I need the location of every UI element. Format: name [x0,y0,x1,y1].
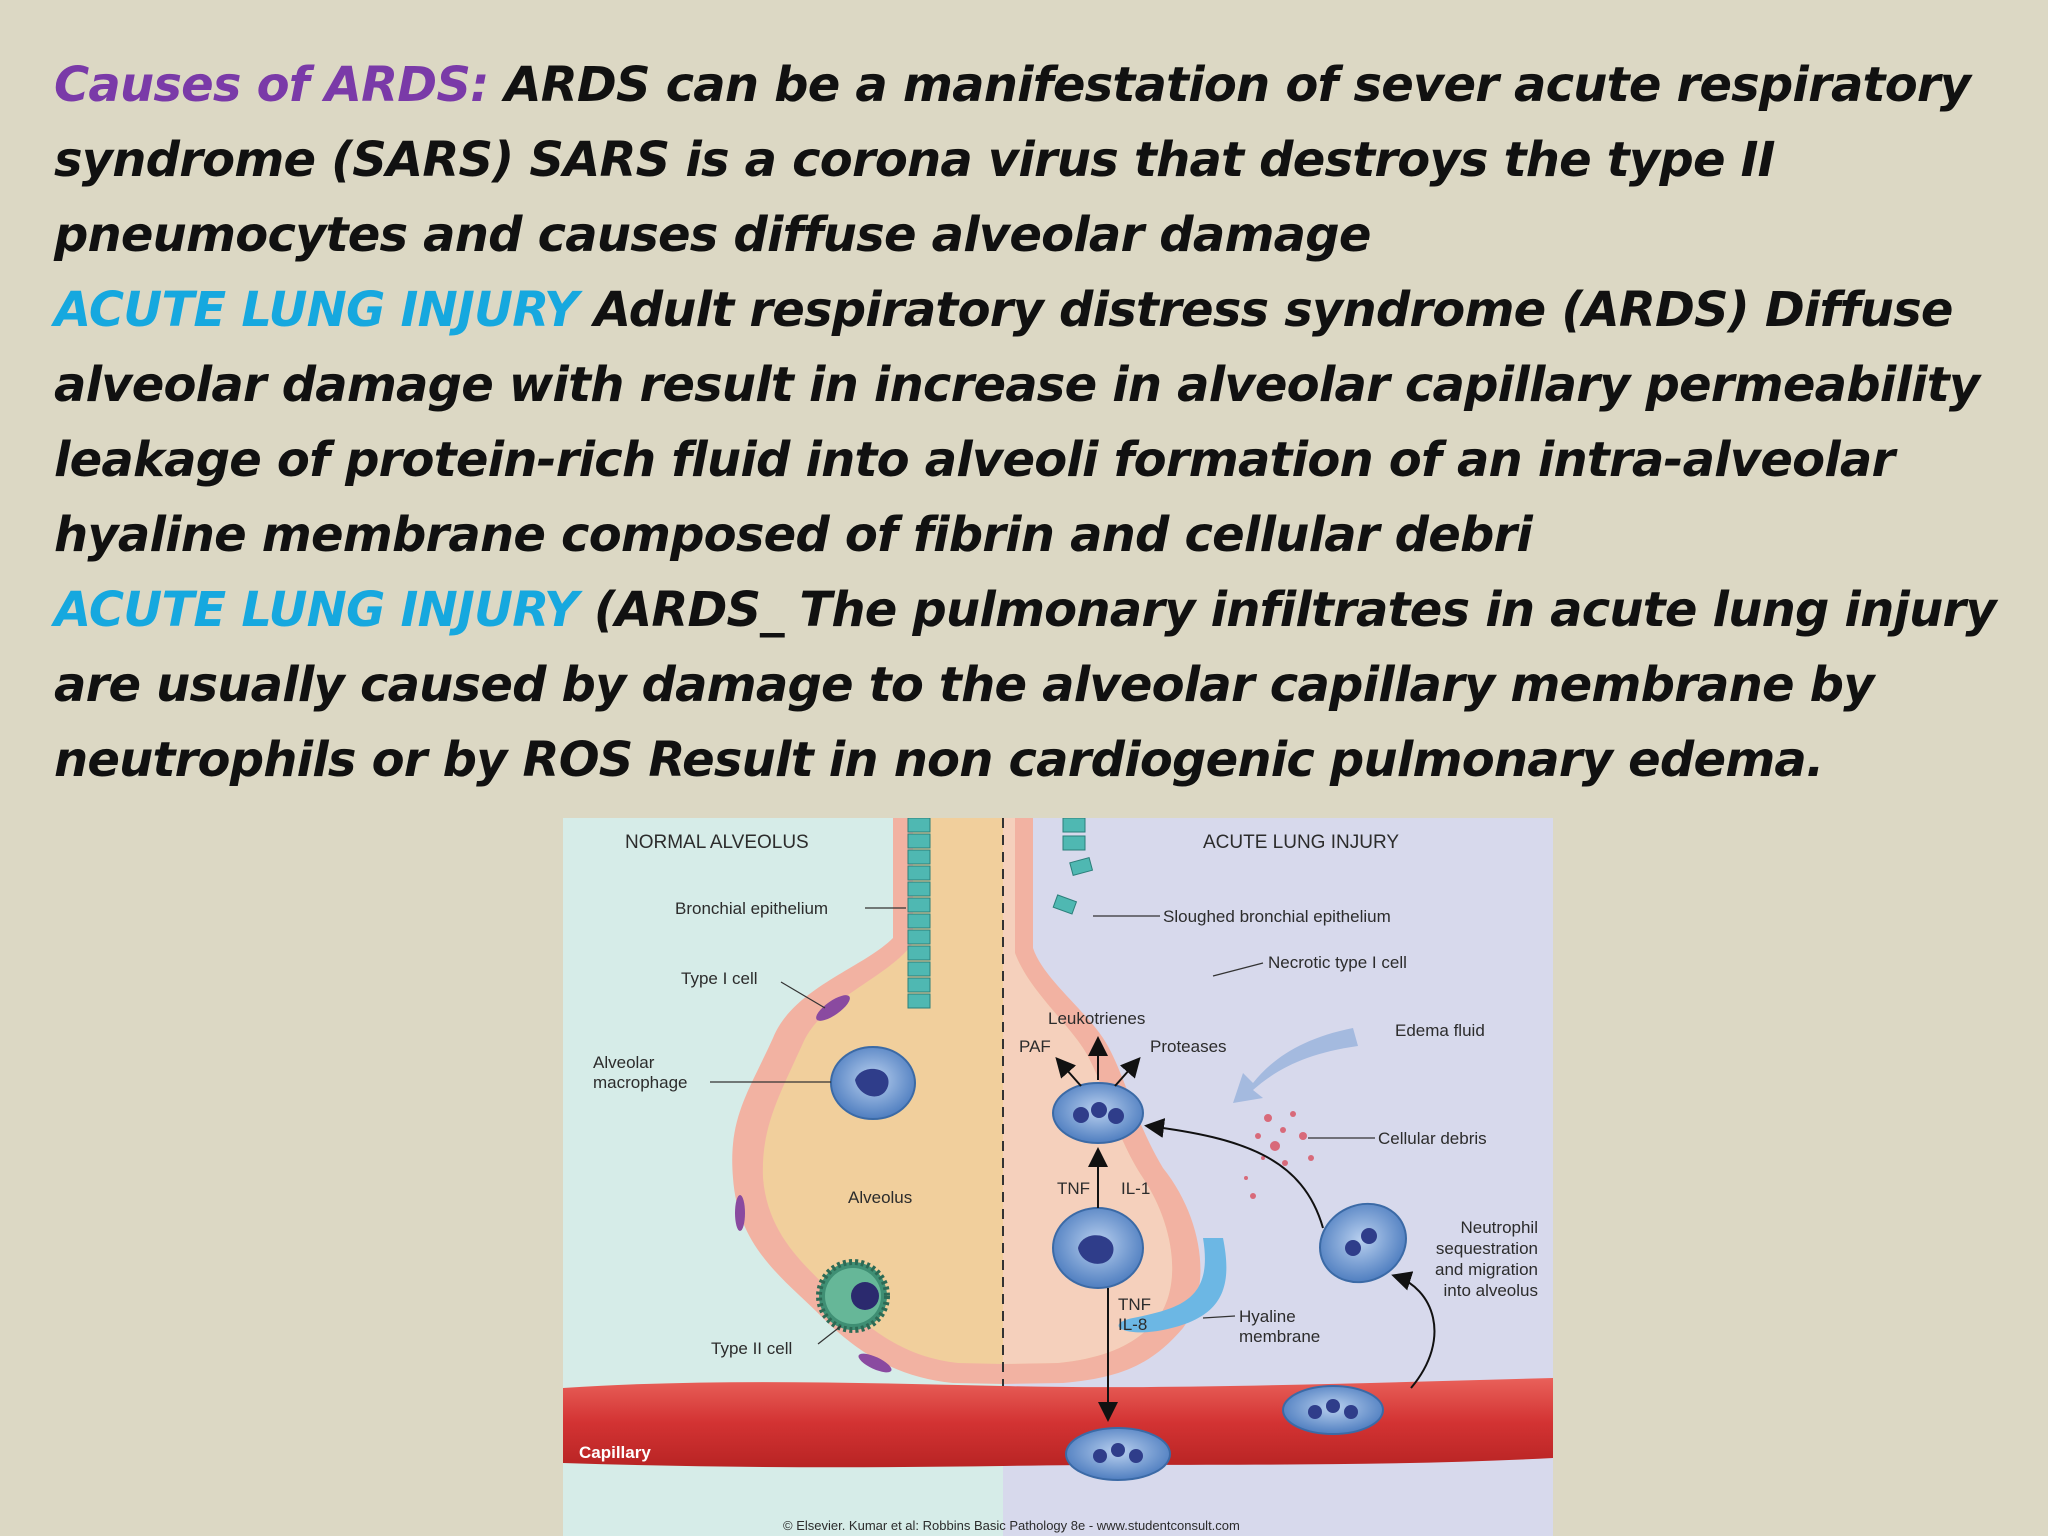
label-sloughed-epithelium: Sloughed bronchial epithelium [1163,907,1391,926]
label-proteases: Proteases [1150,1037,1227,1056]
label-bronchial-epithelium: Bronchial epithelium [675,899,828,918]
label-hyaline-1: Hyaline [1239,1307,1296,1326]
neutrophil-middle [1052,1207,1144,1289]
label-normal-alveolus: NORMAL ALVEOLUS [625,832,809,853]
alveolus-figure: NORMAL ALVEOLUS ACUTE LUNG INJURY Bronch… [563,818,1553,1536]
paragraph-ali-1: ACUTE LUNG INJURY Adult respiratory dist… [54,273,2014,573]
label-neutrophil-3: and migration [1435,1260,1538,1279]
label-type2-cell: Type II cell [711,1339,792,1358]
label-alveolar-macrophage-1: Alveolar [593,1053,655,1072]
capillary [563,1378,1553,1468]
ali-heading-1: ACUTE LUNG INJURY [54,282,579,338]
label-edema-fluid: Edema fluid [1395,1021,1485,1040]
label-cellular-debris: Cellular debris [1378,1129,1487,1148]
label-alveolus: Alveolus [848,1188,912,1207]
signal-arrows [1055,1036,1436,1422]
figure-caption: © Elsevier. Kumar et al: Robbins Basic P… [783,1518,1240,1533]
label-tnf-2: TNF [1118,1295,1151,1314]
causes-text: ARDS can be a manifestation of sever acu… [54,57,1971,263]
label-neutrophil-2: sequestration [1436,1239,1538,1258]
label-il1: IL-1 [1121,1179,1150,1198]
type1-cell-2 [735,1195,745,1231]
type2-cell [816,1259,890,1333]
label-il8: IL-8 [1118,1315,1147,1334]
capillary-neutrophils [1065,1385,1384,1481]
label-hyaline-2: membrane [1239,1327,1320,1346]
label-leukotrienes: Leukotrienes [1048,1009,1145,1028]
bronchial-epithelium-cells [907,818,931,1009]
ali-heading-2: ACUTE LUNG INJURY [54,582,579,638]
leader-lines [710,907,1375,1345]
causes-heading: Causes of ARDS: [54,57,489,113]
slide-text: Causes of ARDS: ARDS can be a manifestat… [54,48,2014,798]
type1-cell-3 [858,1353,892,1373]
hyaline-membrane [1118,1238,1227,1333]
label-type1-cell: Type I cell [681,969,758,988]
neutrophil-migrating [1319,1202,1407,1284]
paragraph-causes: Causes of ARDS: ARDS can be a manifestat… [54,48,2014,273]
macrophage-nucleus [855,1068,889,1097]
paragraph-ali-2: ACUTE LUNG INJURY (ARDS_ The pulmonary i… [54,573,2014,798]
label-neutrophil-4: into alveolus [1443,1281,1538,1300]
type1-cell [816,995,850,1021]
edema-fluid-arrow [1233,1028,1358,1103]
label-capillary: Capillary [579,1443,651,1462]
neutrophil-upper [1052,1082,1144,1144]
ali-text-2: (ARDS_ The pulmonary infiltrates in acut… [54,582,1997,788]
label-necrotic-type1: Necrotic type I cell [1268,953,1407,972]
alveolus-diagram: NORMAL ALVEOLUS ACUTE LUNG INJURY Bronch… [563,818,1553,1536]
sloughed-epithelium-cells [1052,818,1094,915]
label-tnf: TNF [1057,1179,1090,1198]
cellular-debris [1244,1111,1314,1199]
label-paf: PAF [1019,1037,1051,1056]
label-alveolar-macrophage-2: macrophage [593,1073,688,1092]
label-acute-lung-injury: ACUTE LUNG INJURY [1203,832,1399,853]
ali-text-1: Adult respiratory distress syndrome (ARD… [54,282,1980,563]
label-neutrophil-1: Neutrophil [1461,1218,1539,1237]
